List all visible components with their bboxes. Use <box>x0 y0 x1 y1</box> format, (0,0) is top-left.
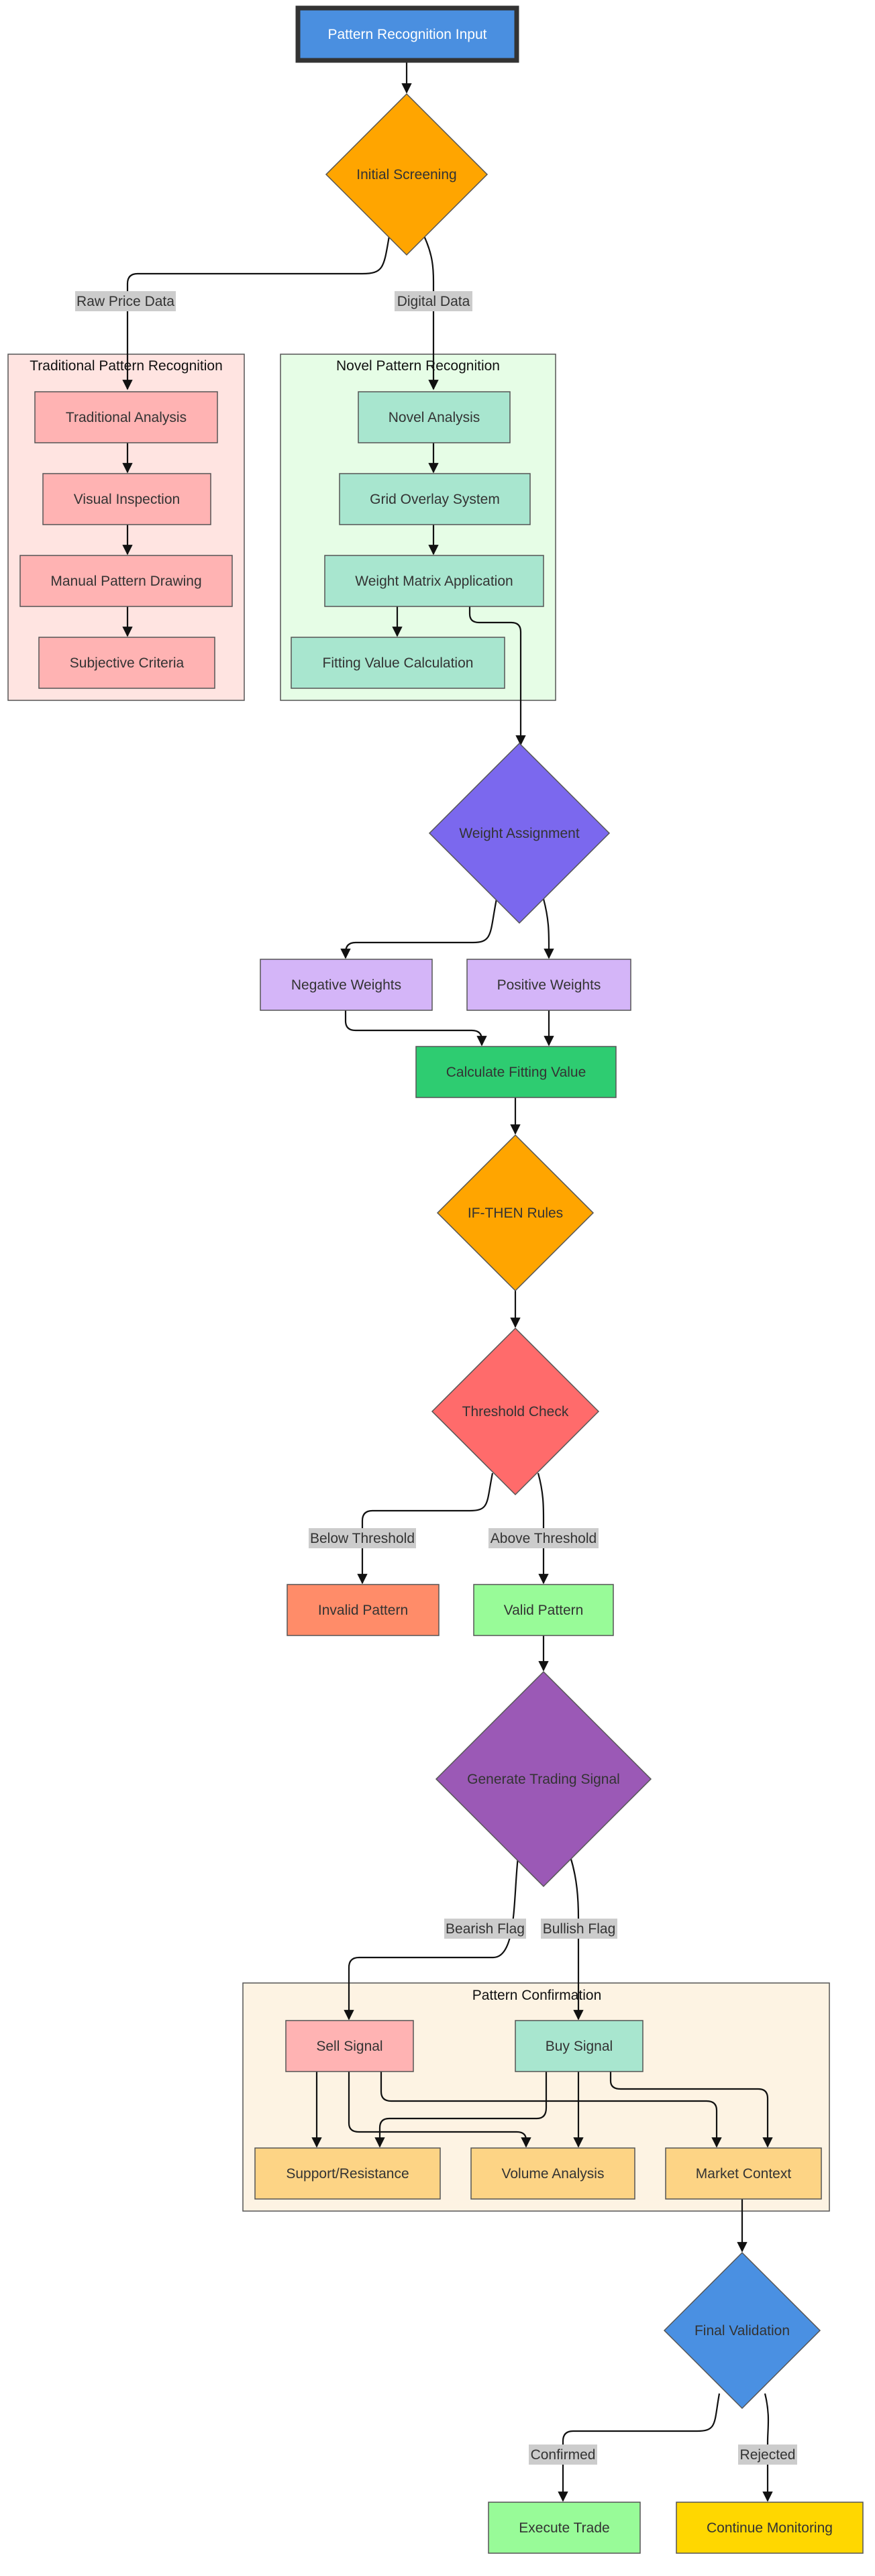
edge-buy-support <box>374 2072 548 2148</box>
node-market-context[interactable]: Market Context <box>665 2147 822 2200</box>
svg-text:Execute Trade: Execute Trade <box>519 2520 609 2536</box>
edge-sell-volume <box>348 2072 531 2148</box>
svg-text:Above Threshold: Above Threshold <box>491 1531 597 1546</box>
svg-text:Raw Price Data: Raw Price Data <box>76 294 174 309</box>
svg-text:Bullish Flag: Bullish Flag <box>543 1921 616 1937</box>
svg-text:Volume Analysis: Volume Analysis <box>502 2166 605 2182</box>
node-threshold-check[interactable]: Threshold Check <box>431 1327 600 1496</box>
svg-text:Below Threshold: Below Threshold <box>310 1531 415 1546</box>
edge-label-rejected: Rejected <box>738 2445 797 2465</box>
edge-label-raw-price-data: Raw Price Data <box>75 291 176 311</box>
node-generate-trading-signal[interactable]: Generate Trading Signal <box>435 1670 652 1888</box>
node-negative-weights[interactable]: Negative Weights <box>260 959 433 1011</box>
svg-text:Positive Weights: Positive Weights <box>497 977 601 993</box>
edge-matrix-weight <box>468 606 526 746</box>
node-positive-weights[interactable]: Positive Weights <box>466 959 631 1011</box>
cluster-confirmation-title: Pattern Confirmation <box>472 1988 602 2003</box>
svg-text:Negative Weights: Negative Weights <box>291 977 401 993</box>
cluster-novel-title: Novel Pattern Recognition <box>336 358 500 374</box>
cluster-traditional-title: Traditional Pattern Recognition <box>30 358 223 374</box>
svg-text:Threshold Check: Threshold Check <box>462 1404 569 1419</box>
node-support-resistance[interactable]: Support/Resistance <box>254 2147 441 2200</box>
node-calculate-fitting-value[interactable]: Calculate Fitting Value <box>415 1046 617 1098</box>
node-execute-trade[interactable]: Execute Trade <box>488 2502 641 2554</box>
svg-text:Visual Inspection: Visual Inspection <box>74 492 180 507</box>
svg-text:Support/Resistance: Support/Resistance <box>286 2166 409 2182</box>
edge-labels: Raw Price Data Digital Data Below Thresh… <box>75 291 797 2465</box>
svg-text:Weight Matrix Application: Weight Matrix Application <box>355 574 513 589</box>
edge-label-confirmed: Confirmed <box>529 2445 597 2465</box>
edge-threshold-valid <box>537 1472 549 1585</box>
edge-screening-novel <box>423 235 439 390</box>
svg-text:Bearish Flag: Bearish Flag <box>446 1921 525 1937</box>
node-buy-signal[interactable]: Buy Signal <box>515 2020 644 2072</box>
edge-weight-negative <box>340 898 498 959</box>
edge-label-above-threshold: Above Threshold <box>488 1528 599 1548</box>
node-pattern-recognition-input[interactable]: Pattern Recognition Input <box>295 5 519 63</box>
svg-text:Valid Pattern: Valid Pattern <box>504 1603 584 1618</box>
svg-text:Invalid Pattern: Invalid Pattern <box>318 1603 408 1618</box>
node-novel-analysis[interactable]: Novel Analysis <box>358 391 511 443</box>
edge-threshold-invalid <box>357 1472 494 1585</box>
edge-buy-market <box>609 2072 773 2148</box>
node-visual-inspection[interactable]: Visual Inspection <box>42 473 211 525</box>
node-final-validation[interactable]: Final Validation <box>663 2251 821 2410</box>
node-weight-assignment[interactable]: Weight Assignment <box>428 742 611 924</box>
node-initial-screening[interactable]: Initial Screening <box>325 93 488 256</box>
svg-text:IF-THEN Rules: IF-THEN Rules <box>468 1205 563 1221</box>
edge-label-bullish-flag: Bullish Flag <box>541 1919 617 1939</box>
svg-text:Pattern Recognition Input: Pattern Recognition Input <box>328 27 487 42</box>
edge-label-below-threshold: Below Threshold <box>309 1528 416 1548</box>
svg-text:Weight Assignment: Weight Assignment <box>459 826 580 841</box>
svg-text:Novel Analysis: Novel Analysis <box>389 410 480 425</box>
node-weight-matrix-application[interactable]: Weight Matrix Application <box>324 555 544 607</box>
node-volume-analysis[interactable]: Volume Analysis <box>470 2147 635 2200</box>
edge-weight-positive <box>542 898 554 959</box>
edges <box>122 62 773 2502</box>
node-manual-pattern-drawing[interactable]: Manual Pattern Drawing <box>19 555 233 607</box>
svg-text:Rejected: Rejected <box>740 2447 796 2463</box>
edge-sell-market <box>380 2072 722 2148</box>
node-continue-monitoring[interactable]: Continue Monitoring <box>676 2502 864 2554</box>
svg-text:Final Validation: Final Validation <box>694 2323 790 2339</box>
svg-text:Market Context: Market Context <box>696 2166 792 2182</box>
svg-text:Initial Screening: Initial Screening <box>356 167 456 182</box>
svg-text:Fitting Value Calculation: Fitting Value Calculation <box>323 655 474 671</box>
node-fitting-value-calculation[interactable]: Fitting Value Calculation <box>291 637 505 689</box>
node-subjective-criteria[interactable]: Subjective Criteria <box>38 637 215 689</box>
svg-text:Subjective Criteria: Subjective Criteria <box>70 655 185 671</box>
edge-negative-fitting <box>344 1010 487 1046</box>
svg-text:Manual Pattern Drawing: Manual Pattern Drawing <box>50 574 201 589</box>
svg-text:Confirmed: Confirmed <box>531 2447 596 2463</box>
edge-screening-traditional <box>122 235 391 390</box>
edge-final-execute <box>558 2393 721 2502</box>
edge-final-monitor <box>762 2393 773 2502</box>
edge-generate-sell <box>344 1856 519 2021</box>
edge-generate-buy <box>569 1856 584 2021</box>
node-if-then-rules[interactable]: IF-THEN Rules <box>436 1134 595 1292</box>
svg-text:Buy Signal: Buy Signal <box>546 2039 613 2054</box>
node-traditional-analysis[interactable]: Traditional Analysis <box>34 391 218 443</box>
node-valid-pattern[interactable]: Valid Pattern <box>473 1584 614 1636</box>
edge-label-digital-data: Digital Data <box>395 291 472 311</box>
svg-text:Calculate Fitting Value: Calculate Fitting Value <box>446 1065 586 1080</box>
svg-text:Sell Signal: Sell Signal <box>316 2039 382 2054</box>
node-sell-signal[interactable]: Sell Signal <box>285 2020 414 2072</box>
svg-text:Continue Monitoring: Continue Monitoring <box>707 2520 833 2536</box>
svg-text:Generate Trading Signal: Generate Trading Signal <box>467 1772 620 1787</box>
svg-text:Digital Data: Digital Data <box>397 294 470 309</box>
node-invalid-pattern[interactable]: Invalid Pattern <box>287 1584 440 1636</box>
edge-label-bearish-flag: Bearish Flag <box>444 1919 526 1939</box>
svg-text:Grid Overlay System: Grid Overlay System <box>370 492 500 507</box>
svg-text:Traditional Analysis: Traditional Analysis <box>66 410 187 425</box>
nodes: Pattern Recognition Input Initial Screen… <box>19 5 864 2554</box>
node-grid-overlay-system[interactable]: Grid Overlay System <box>339 473 531 525</box>
